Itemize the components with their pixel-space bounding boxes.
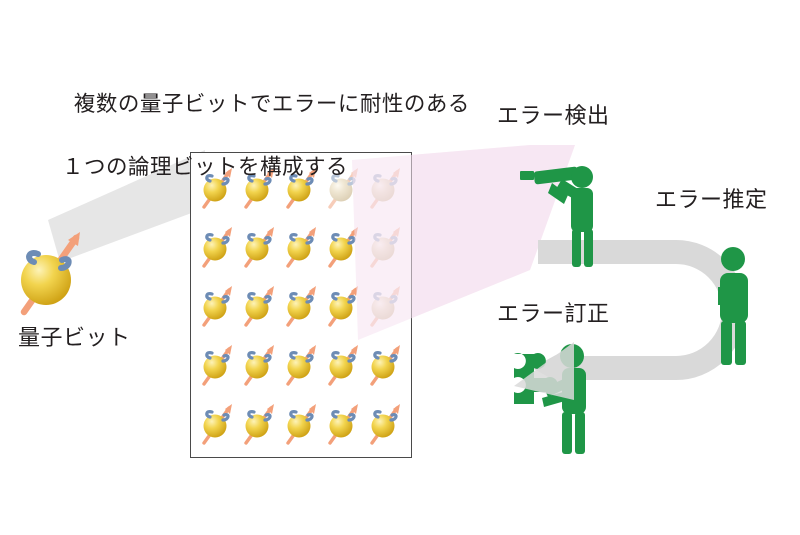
lattice-cell	[323, 335, 365, 394]
lattice-cell	[239, 218, 281, 277]
qubit-spin-icon	[197, 283, 239, 329]
qubit-spin-icon	[6, 224, 98, 320]
lattice-cell	[197, 159, 239, 218]
lattice-cell	[323, 277, 365, 336]
qubit-spin-icon	[239, 342, 281, 388]
qubit-spin-icon	[323, 342, 365, 388]
person-telescope-icon	[518, 155, 614, 275]
lattice-cell	[323, 218, 365, 277]
qubit-spin-icon	[365, 283, 407, 329]
label-qubit: 量子ビット	[18, 325, 131, 350]
lattice-cell	[239, 335, 281, 394]
qubit-spin-icon	[281, 224, 323, 270]
lattice-cell	[281, 394, 323, 453]
qubit-spin-icon	[323, 283, 365, 329]
caption-line-2: １つの論理ビットを構成する	[62, 154, 349, 179]
qubit-spin-icon	[197, 401, 239, 447]
lattice-cell	[197, 277, 239, 336]
qubit-spin-icon	[197, 165, 239, 211]
qubit-spin-icon	[281, 342, 323, 388]
label-error-estimation: エラー推定	[655, 187, 768, 212]
qubit-spin-icon	[239, 401, 281, 447]
lattice-cell	[197, 218, 239, 277]
qubit-spin-icon	[197, 224, 239, 270]
qubit-spin-icon	[239, 165, 281, 211]
qubit-spin-icon	[365, 401, 407, 447]
qubit-spin-icon	[365, 342, 407, 388]
qubit-spin-icon	[239, 283, 281, 329]
page-title: 複数の量子ビットでエラーに耐性のある １つの論理ビットを構成する	[48, 58, 470, 245]
lattice-cell	[365, 394, 407, 453]
lattice-cell	[239, 159, 281, 218]
qubit-spin-icon	[239, 224, 281, 270]
lattice-cell	[281, 159, 323, 218]
lattice-cell	[281, 218, 323, 277]
lattice-cell	[197, 394, 239, 453]
lattice-cell	[197, 335, 239, 394]
flow-arrowhead	[498, 338, 578, 408]
lattice-cell	[365, 277, 407, 336]
lattice-cell	[239, 277, 281, 336]
person-thinking-icon	[700, 243, 780, 373]
label-error-correction: エラー訂正	[497, 301, 610, 326]
label-error-detection: エラー検出	[497, 103, 610, 128]
lattice-cell	[281, 277, 323, 336]
qubit-spin-icon	[197, 342, 239, 388]
qubit-spin-icon	[281, 401, 323, 447]
caption-line-1: 複数の量子ビットでエラーに耐性のある	[73, 92, 470, 117]
qubit-spin-icon	[281, 283, 323, 329]
lattice-cell	[239, 394, 281, 453]
lattice-cell	[365, 335, 407, 394]
qubit-spin-icon	[323, 224, 365, 270]
lattice-cell	[323, 394, 365, 453]
lattice-cell	[281, 335, 323, 394]
qubit-spin-icon	[323, 401, 365, 447]
qubit-spin-icon	[281, 165, 323, 211]
